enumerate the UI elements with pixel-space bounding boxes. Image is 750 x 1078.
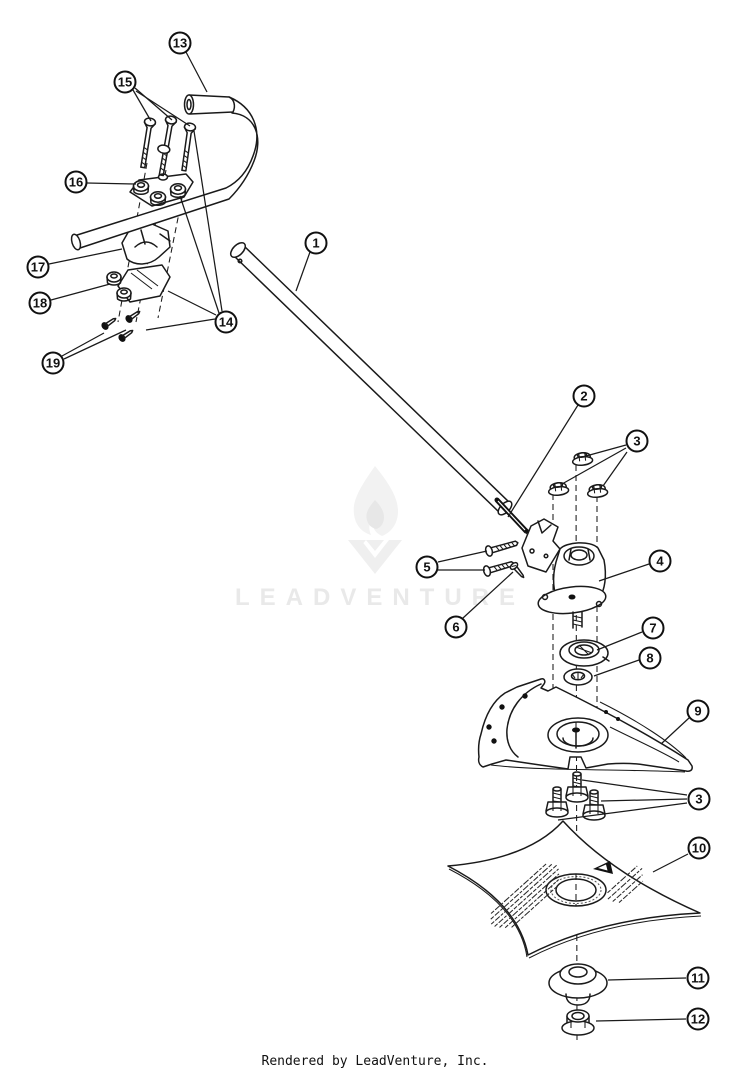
callout-12: 12: [686, 1007, 710, 1031]
callout-3: 3: [625, 429, 649, 453]
callout-19: 19: [41, 351, 65, 375]
set-screw: [509, 561, 525, 579]
clamp-screws: [482, 540, 525, 579]
handle-grip: [183, 94, 236, 115]
blade-nut: [561, 1009, 595, 1036]
callout-18: 18: [28, 291, 52, 315]
callout-2: 2: [572, 384, 596, 408]
callout-7: 7: [641, 616, 665, 640]
gearbox-nuts: [547, 452, 609, 499]
blade-warning-text-illegible: [490, 863, 560, 929]
callout-9: 9: [686, 699, 710, 723]
callout-5: 5: [415, 555, 439, 579]
callout-13: 13: [168, 31, 192, 55]
warning-triangle-icon: [593, 861, 613, 874]
callout-3: 3: [687, 787, 711, 811]
blade-retainer-washer: [548, 963, 608, 1006]
callout-15: 15: [113, 70, 137, 94]
blade-guard: [477, 678, 693, 773]
callout-6: 6: [444, 615, 468, 639]
callout-14: 14: [214, 310, 238, 334]
guard-bolts: [545, 771, 606, 821]
star-washer: [563, 668, 593, 686]
watermark-text: LEADVENTURE: [234, 584, 525, 611]
callout-1: 1: [304, 231, 328, 255]
footer-credit: Rendered by LeadVenture, Inc.: [261, 1054, 489, 1069]
main-shaft-tube: [229, 241, 513, 516]
callout-16: 16: [64, 170, 88, 194]
callout-11: 11: [686, 966, 710, 990]
handle-lower-clamp: [121, 223, 171, 265]
callout-4: 4: [648, 549, 672, 573]
callout-10: 10: [687, 836, 711, 860]
handlebar: [70, 94, 259, 251]
handle-bracket: [106, 264, 171, 303]
gear-head-stud: [572, 611, 583, 629]
handle-clamp-bolts: [140, 115, 197, 177]
handle-clamp-plate: [129, 173, 194, 207]
leader-lines: [48, 51, 690, 1022]
leadventure-flame-v-icon: [348, 466, 402, 574]
handle-assembly: [70, 94, 259, 342]
handle-screws: [101, 310, 141, 342]
callout-8: 8: [638, 646, 662, 670]
cup-washer: [559, 639, 610, 667]
blade-warning-text-illegible-right: [607, 865, 644, 903]
gear-head: [521, 518, 607, 629]
callout-17: 17: [26, 255, 50, 279]
cutting-blade: [447, 820, 702, 959]
